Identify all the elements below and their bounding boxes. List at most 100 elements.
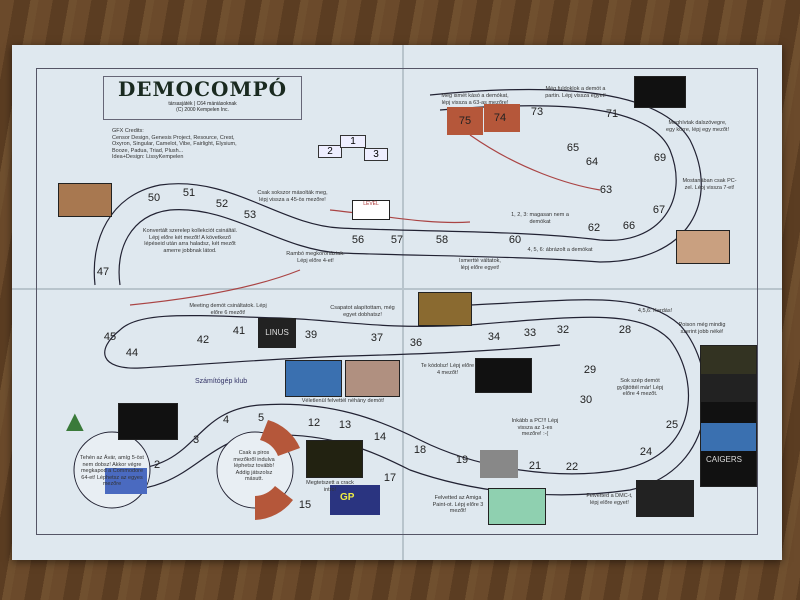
note-fulladok: Még fuldoklok a demót a partin. Lépj vis…: [545, 86, 606, 99]
fold-line-horizontal: [12, 288, 782, 290]
note-poison: Poison még mindig szerint jobb néké!: [678, 322, 726, 335]
screenshot-dmc: [636, 480, 694, 517]
red-square: [255, 486, 293, 520]
board-square: 67: [652, 204, 666, 216]
board-square: 12: [307, 417, 321, 429]
cursor-square: [480, 450, 518, 478]
screenshot-demo: [418, 292, 472, 326]
board-square: 73: [530, 106, 544, 118]
board-square: 14: [373, 431, 387, 443]
note-szamitogep-klub: Számítógép klub: [195, 378, 248, 385]
blue-square: [330, 485, 380, 515]
track-edge: [93, 105, 677, 286]
board-square: 51: [182, 187, 196, 199]
copyright: (C) 2000 Kempelen Inc.: [176, 107, 229, 113]
note-ismertte: Ismertté váltatok, lépj előre egyet!: [459, 258, 501, 271]
arrow-path: [129, 269, 301, 306]
board-square: 32: [556, 324, 570, 336]
board-square: 66: [622, 220, 636, 232]
board-square: 69: [653, 152, 667, 164]
board-square: 5: [257, 412, 265, 424]
board-square: 63: [599, 184, 613, 196]
board-square: 64: [585, 156, 599, 168]
note-dmc: Felvetted a DMC-t, lépj előre egyet!: [586, 493, 633, 506]
podium-3: 3: [364, 148, 388, 161]
gp-logo: GP: [340, 492, 355, 503]
board-square: 60: [508, 234, 522, 246]
board-square: 29: [583, 364, 597, 376]
red-square: [447, 107, 483, 135]
note-felvettek: Véletlenül felvettél néhány demót!: [301, 398, 385, 404]
board-square: 34: [487, 331, 501, 343]
note-csak-sokszor: Csak sokszor másolták meg, lépj vissza a…: [257, 190, 328, 203]
board-square: 2: [153, 459, 161, 471]
board-square: 44: [125, 347, 139, 359]
board-square: 71: [605, 108, 619, 120]
tree-icon: ▲: [60, 405, 90, 438]
arrow-path: [469, 134, 601, 191]
credits-text: Censor Design, Genesis Project, Resource…: [112, 134, 237, 154]
board-square: 39: [304, 329, 318, 341]
board-square: 57: [390, 234, 404, 246]
board-square: 17: [383, 472, 397, 484]
subtitle: társasjáték | C64 mániásoknak: [168, 101, 237, 107]
photo: [345, 360, 400, 397]
note-center: Csak a piros mezőkről indulva léphetsz t…: [233, 450, 275, 483]
photo-face: [676, 230, 730, 264]
credits-heading: GFX Credits:: [112, 128, 144, 134]
page-title: DEMOCOMPÓ: [117, 77, 288, 101]
board-square: 42: [196, 334, 210, 346]
screenshot-game: [118, 403, 178, 440]
board-square: 33: [523, 327, 537, 339]
credits: GFX Credits: Censor Design, Genesis Proj…: [112, 128, 242, 161]
board-square: 22: [565, 461, 579, 473]
red-square: [484, 104, 520, 132]
board-square: 62: [587, 222, 601, 234]
note-meeting: Meeting demót csináltatok. Lépj előre 6 …: [189, 303, 267, 316]
board-square: 65: [566, 142, 580, 154]
demo-logos-strip: [700, 345, 757, 487]
blue-square: [105, 468, 147, 494]
note-dobolat: 4, 5, 6: ábrázolt a demókat: [527, 247, 593, 253]
note-crack-intro: Megtetszett a crack intro!: [306, 480, 354, 493]
note-kardas: 4,5,6: Kardás!: [637, 308, 673, 314]
board-square: 41: [232, 325, 246, 337]
note-rambo: Rambó megkoronáztak. Lépj előre 4-et!: [286, 251, 345, 264]
board-square: 53: [243, 209, 257, 221]
idea-design: Idea+Design: LissyKempelen: [112, 154, 184, 161]
red-square: [260, 420, 300, 456]
podium-2: 2: [318, 145, 342, 158]
board-square: 75: [458, 115, 472, 127]
note-konvertalt: Konvertált szerelep kollekciót csináltál…: [142, 228, 238, 254]
note-mig-ismet: Még ismét kásó a demókat, lépj vissza a …: [441, 93, 509, 106]
track-edge: [104, 315, 689, 475]
note-csapatod: Csapatot alapítottam, még egyet dobhatsz…: [330, 305, 395, 318]
board-square: 52: [215, 198, 229, 210]
note-sok-szep-demot: Sok szép demót gyűjtöttél már! Lépj előr…: [616, 378, 664, 398]
note-start: Tehén az Ávár, amíg 5-öst nem dobsz! Akk…: [80, 455, 144, 488]
caigers-logo: CAIGERS: [706, 455, 743, 464]
board-square: 45: [103, 331, 117, 343]
envelope-icon: LEVÉL: [352, 200, 390, 220]
board-square: 18: [413, 444, 427, 456]
board-square: 24: [639, 446, 653, 458]
podium-1: 1: [340, 135, 366, 148]
screenshot-code: [475, 358, 532, 393]
board-square: 13: [338, 419, 352, 431]
board-square: 56: [351, 234, 365, 246]
photo-faces: [58, 183, 112, 217]
title-box: DEMOCOMPÓ társasjáték | C64 mániásoknak …: [103, 76, 302, 120]
board-square: 21: [528, 460, 542, 472]
note-magasan: 1, 2, 3: magasan nem a demókat: [511, 212, 569, 225]
photo-woman: [285, 360, 342, 397]
board-square: 28: [618, 324, 632, 336]
board-square: 19: [455, 454, 469, 466]
fold-line-vertical: [402, 45, 404, 560]
screenshot-amiga-paint: [488, 488, 546, 525]
board-square: 15: [298, 499, 312, 511]
note-mostanaban: Mostanában csak PC-zel. Lépj vissza 7-et…: [682, 178, 737, 191]
board-square: 74: [493, 112, 507, 124]
track-edge: [118, 88, 702, 286]
linus-logo: LINUS: [258, 318, 296, 348]
